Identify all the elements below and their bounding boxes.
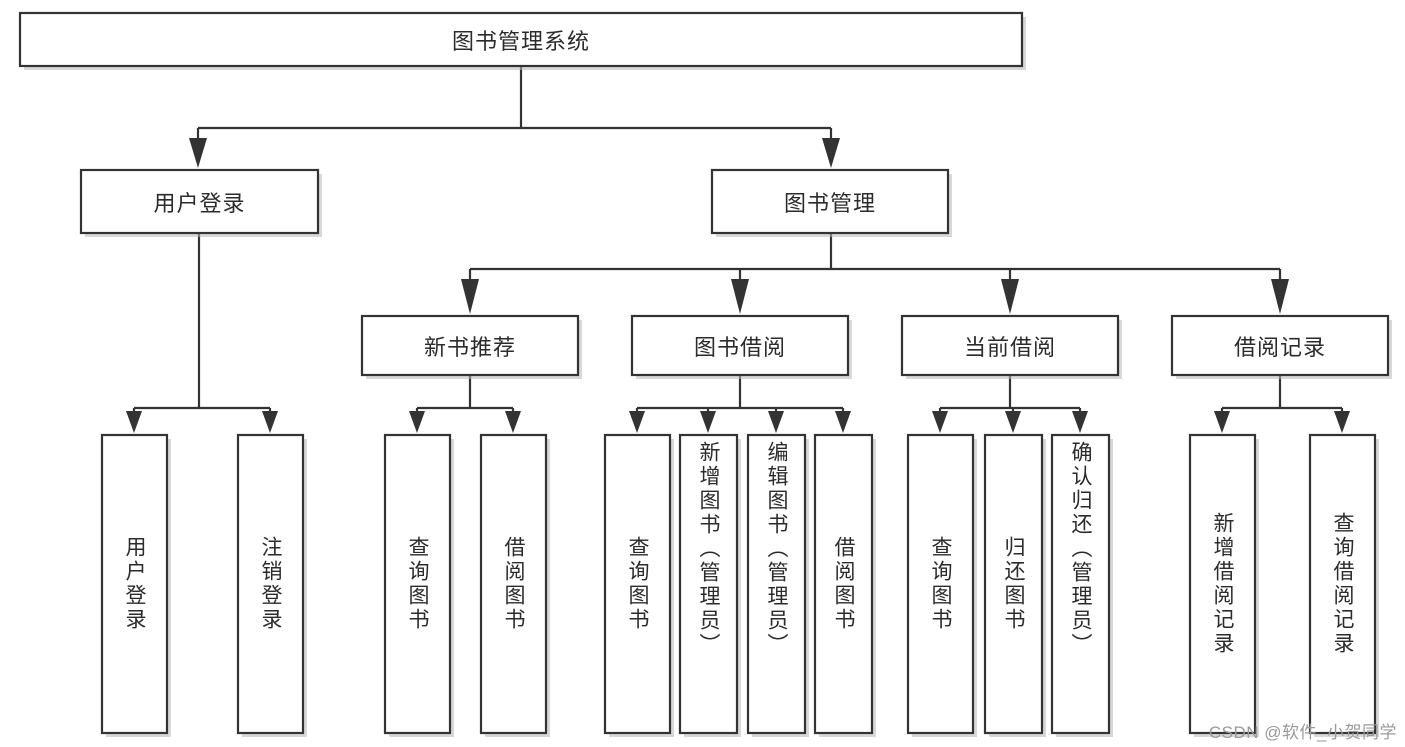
- node-leaf-bb-edit-book[interactable]: [746, 433, 807, 735]
- node-leaf-bb-add-book[interactable]: [678, 433, 739, 735]
- node-leaf-logout[interactable]: [236, 433, 305, 735]
- node-new-book-recommend[interactable]: [360, 314, 580, 377]
- node-root-system[interactable]: [18, 11, 1024, 68]
- connector-group-bookborrow-to-leaves: [629, 375, 851, 433]
- node-leaf-bb-borrow-book[interactable]: [813, 433, 874, 735]
- arrow-to-cb-confirm-return: [1072, 411, 1088, 433]
- arrow-to-br-add-record: [1214, 411, 1230, 433]
- arrow-to-new-book: [461, 279, 479, 314]
- connector-group-borrowrecord-to-leaves: [1214, 375, 1350, 433]
- arrow-to-bb-edit-book: [768, 411, 784, 433]
- connector-group-currentborrow-to-leaves: [932, 375, 1088, 433]
- node-leaf-nb-borrow-book[interactable]: [479, 433, 548, 735]
- arrow-to-leaf-logout: [262, 411, 278, 433]
- connector-group-userlogin-to-leaves: [126, 233, 278, 433]
- node-leaf-cb-query-book[interactable]: [906, 433, 975, 735]
- node-leaf-br-add-record[interactable]: [1188, 433, 1257, 735]
- node-leaf-nb-query-book[interactable]: [383, 433, 452, 735]
- arrow-to-current-borrow: [1001, 279, 1019, 314]
- connector-group-root-to-level2: [189, 66, 840, 168]
- node-leaf-user-login[interactable]: [100, 433, 169, 735]
- arrow-to-bb-add-book: [700, 411, 716, 433]
- node-borrow-record[interactable]: [1170, 314, 1390, 377]
- arrow-to-nb-query-book: [409, 411, 425, 433]
- arrow-to-leaf-user-login: [126, 411, 142, 433]
- arrow-to-bb-borrow-book: [835, 411, 851, 433]
- arrow-to-borrow-record: [1271, 279, 1289, 314]
- connector-group-bookmgmt-to-level3: [461, 233, 1289, 314]
- connector-group-newbook-to-leaves: [409, 375, 521, 433]
- arrow-to-book-borrow: [731, 279, 749, 314]
- node-leaf-bb-query-book[interactable]: [603, 433, 672, 735]
- node-leaf-cb-return-book[interactable]: [983, 433, 1044, 735]
- node-current-borrow[interactable]: [900, 314, 1120, 377]
- arrow-to-cb-query-book: [932, 411, 948, 433]
- arrow-to-user-login: [189, 138, 207, 168]
- node-user-login[interactable]: [79, 168, 320, 235]
- node-leaf-cb-confirm-return[interactable]: [1050, 433, 1111, 735]
- arrow-to-bb-query-book: [629, 411, 645, 433]
- node-box-group: [18, 11, 1390, 735]
- node-leaf-br-query-record[interactable]: [1308, 433, 1377, 735]
- arrow-to-br-query-record: [1334, 411, 1350, 433]
- arrow-to-nb-borrow-book: [505, 411, 521, 433]
- node-book-management[interactable]: [710, 168, 950, 235]
- arrow-to-cb-return-book: [1005, 411, 1021, 433]
- arrow-to-book-mgmt: [822, 138, 840, 168]
- node-book-borrow[interactable]: [630, 314, 850, 377]
